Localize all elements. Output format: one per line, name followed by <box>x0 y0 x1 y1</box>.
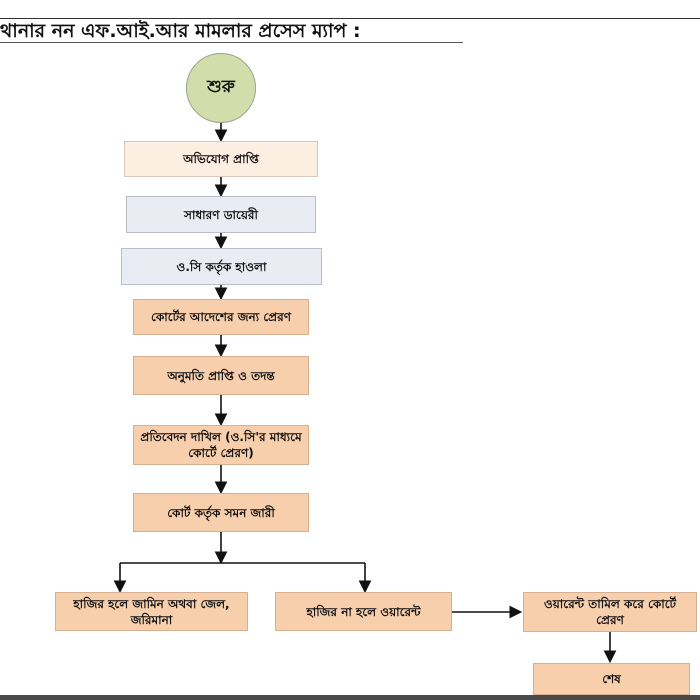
step-report-submission: প্রতিবেদন দাখিল (ও.সি'র মাধ্যমে কোর্টে প… <box>133 425 309 465</box>
page-title: থানার নন এফ.আই.আর মামলার প্রসেস ম্যাপ : <box>0 20 463 43</box>
top-divider <box>0 18 700 19</box>
step-warrant-executed: ওয়ারেন্ট তামিল করে কোর্টে প্রেরণ <box>523 592 697 632</box>
step-oc-handover: ও.সি কর্তৃক হাওলা <box>121 248 322 285</box>
step-permission-investigation: অনুমতি প্রাপ্তি ও তদন্ত <box>133 356 309 395</box>
step-general-diary: সাধারণ ডায়েরী <box>126 196 316 233</box>
branch-absent-warrant: হাজির না হলে ওয়ারেন্ট <box>275 592 452 631</box>
end-node: শেষ <box>533 663 690 695</box>
start-node: শুরু <box>186 53 256 123</box>
step-complaint-received: অভিযোগ প্রাপ্তি <box>124 141 318 177</box>
step-summons-issued: কোর্ট কর্তৃক সমন জারী <box>133 493 309 532</box>
step-send-for-court-order: কোর্টের আদেশের জন্য প্রেরণ <box>133 299 309 335</box>
branch-present-bail-jail-fine: হাজির হলে জামিন অথবা জেল, জরিমানা <box>55 592 248 631</box>
bottom-bar <box>0 695 700 700</box>
